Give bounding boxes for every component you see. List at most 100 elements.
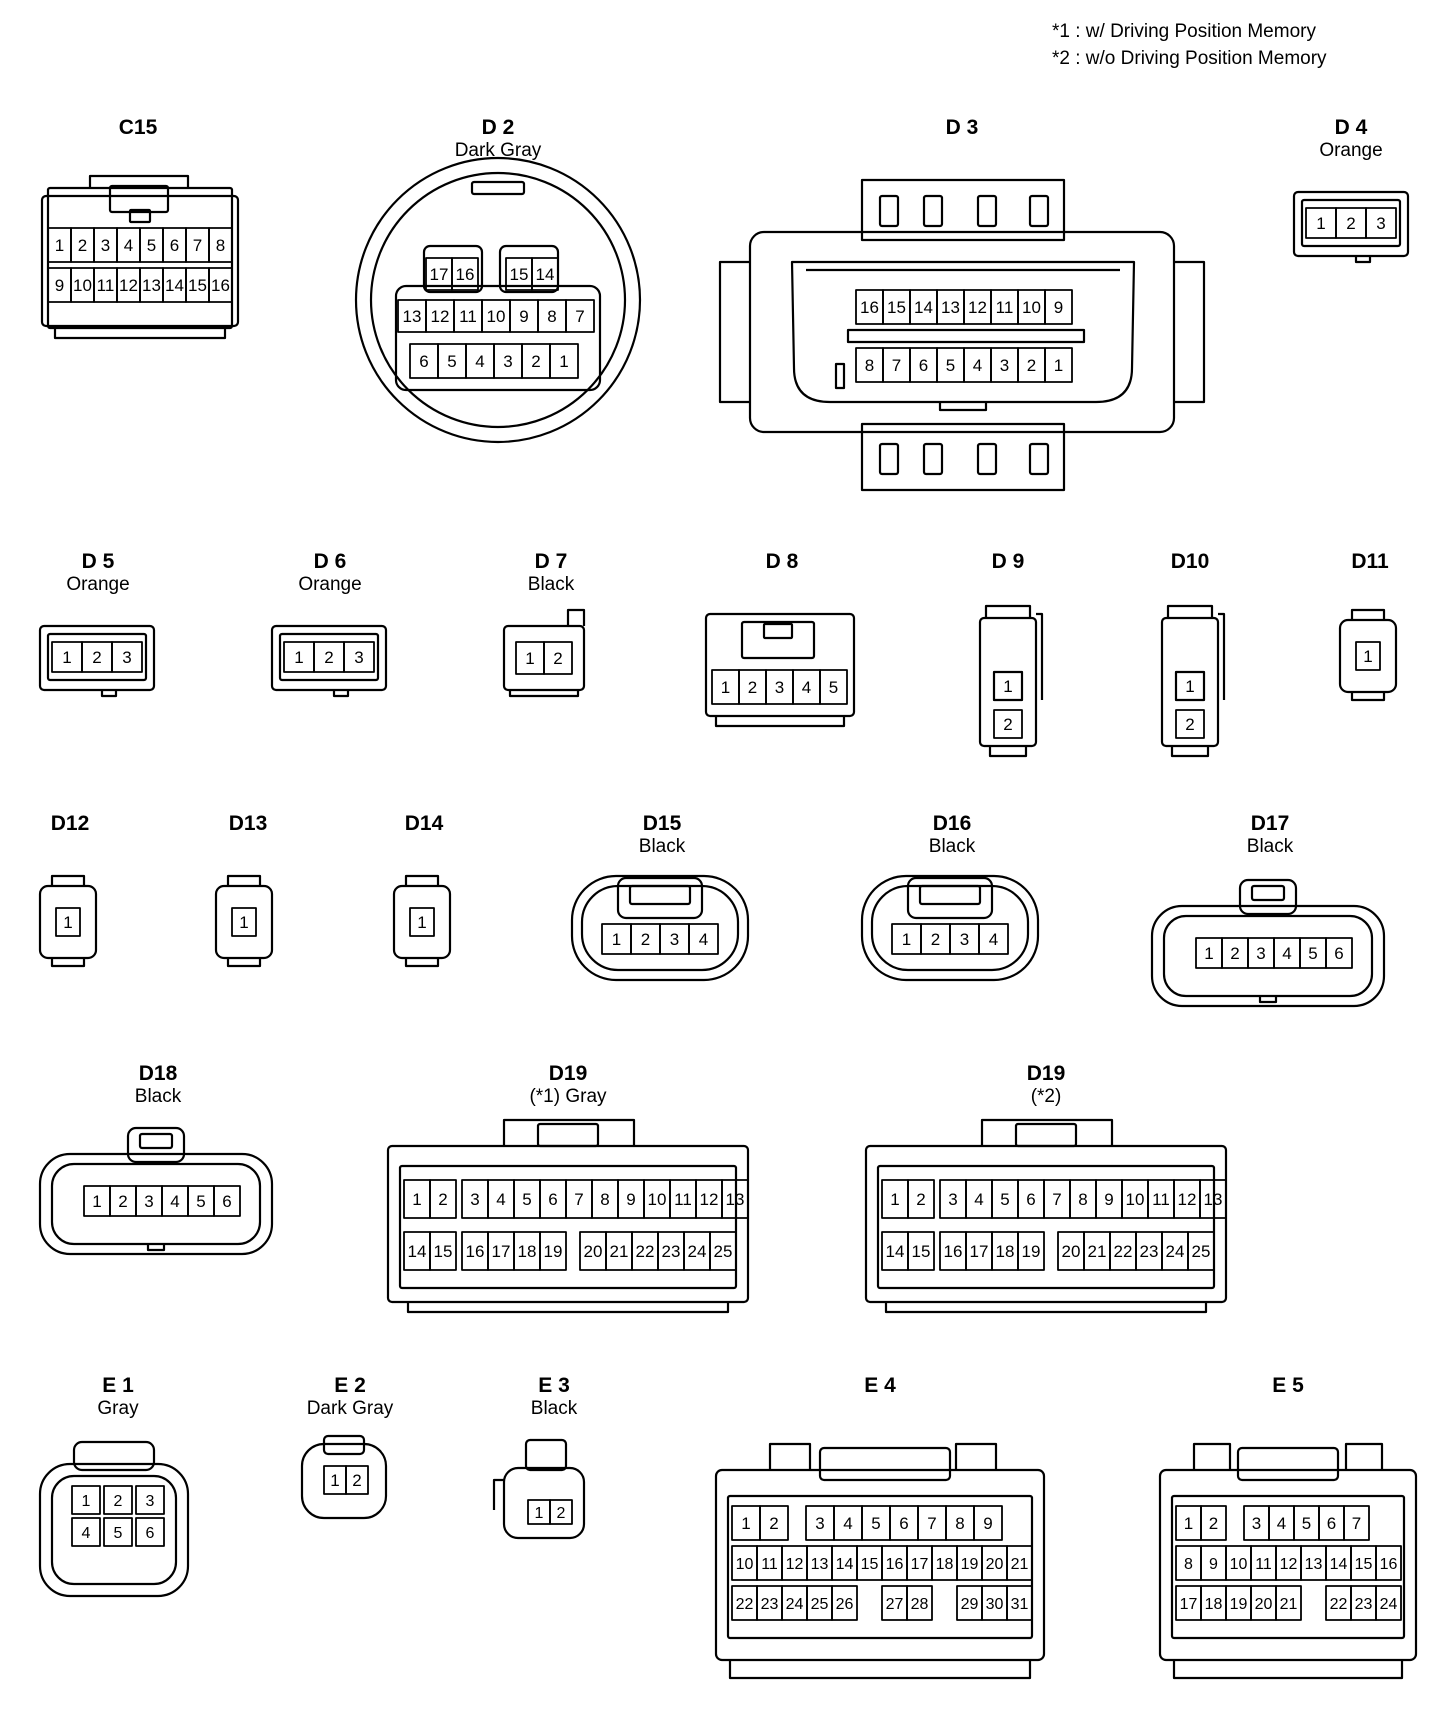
pin-number: 6: [419, 352, 428, 371]
pin-number: 7: [892, 356, 901, 375]
pin-number: 22: [736, 1596, 754, 1613]
pin-13: 13: [1300, 1545, 1327, 1581]
pin-5: 5: [437, 343, 467, 379]
pin-9: 9: [973, 1505, 1003, 1541]
pin-16: 16: [855, 289, 884, 325]
pin-number: 4: [699, 930, 708, 949]
pin-number: 20: [986, 1556, 1004, 1573]
pin-4: 4: [1268, 1505, 1295, 1541]
pin-number: 6: [1327, 1514, 1336, 1533]
pin-2: 2: [630, 923, 661, 955]
pin-19: 19: [956, 1545, 983, 1581]
pin-number: 14: [1330, 1556, 1348, 1573]
pin-13: 13: [397, 299, 427, 333]
pin-number: 26: [836, 1596, 854, 1613]
pin-number: 4: [802, 678, 811, 697]
pin-number: 1: [890, 1190, 899, 1209]
pin-number: 4: [475, 352, 484, 371]
pin-number: 16: [944, 1242, 963, 1261]
pin-number: 11: [1255, 1556, 1272, 1573]
pin-number: 9: [1104, 1190, 1113, 1209]
connector-d12: 1: [38, 874, 98, 968]
connector-color: Black: [638, 836, 686, 857]
pin-23: 23: [1135, 1231, 1163, 1271]
pin-number: 13: [1204, 1190, 1223, 1209]
connector-id: D 4: [1334, 116, 1368, 139]
pin-5: 5: [103, 1517, 133, 1547]
pin-number: 10: [1022, 298, 1041, 317]
pin-1: 1: [1195, 937, 1223, 969]
pin-13: 13: [1199, 1179, 1227, 1219]
connector-id: D15: [642, 812, 682, 835]
pin-14: 14: [881, 1231, 909, 1271]
pin-number: 4: [170, 1192, 179, 1211]
pin-2: 2: [429, 1179, 457, 1219]
pin-number: 3: [354, 648, 363, 667]
connector-id: D16: [932, 812, 972, 835]
pin-24: 24: [1375, 1585, 1402, 1621]
pin-6: 6: [539, 1179, 567, 1219]
pin-3: 3: [493, 343, 523, 379]
connector-id: D 2: [481, 116, 515, 139]
pin-2: 2: [103, 1485, 133, 1515]
pin-10: 10: [1121, 1179, 1149, 1219]
pin-1: 1: [71, 1485, 101, 1515]
pin-6: 6: [409, 343, 439, 379]
pin-number: 7: [193, 236, 202, 255]
pin-number: 6: [146, 1525, 155, 1542]
pin-number: 15: [912, 1242, 931, 1261]
pin-19: 19: [1017, 1231, 1045, 1271]
pin-16: 16: [939, 1231, 967, 1271]
pin-number: 7: [1352, 1514, 1361, 1533]
pin-number: 2: [114, 1493, 123, 1510]
pin-number: 19: [961, 1556, 979, 1573]
pin-15: 15: [882, 289, 911, 325]
pin-16: 16: [461, 1231, 489, 1271]
pin-2: 2: [1017, 347, 1046, 383]
pin-1: 1: [731, 1505, 761, 1541]
pin-number: 2: [78, 236, 87, 255]
pin-number: 5: [871, 1514, 880, 1533]
pin-25: 25: [1187, 1231, 1215, 1271]
pin-number: 4: [1282, 944, 1291, 963]
pin-number: 3: [1256, 944, 1265, 963]
pin-6: 6: [1017, 1179, 1045, 1219]
pin-1: 1: [55, 907, 81, 937]
pin-number: 3: [1252, 1514, 1261, 1533]
pin-7: 7: [1043, 1179, 1071, 1219]
pin-1: 1: [83, 1185, 111, 1217]
pin-number: 1: [1054, 356, 1063, 375]
pin-9: 9: [509, 299, 539, 333]
pin-number: 22: [636, 1242, 655, 1261]
pin-1: 1: [1305, 207, 1337, 239]
pin-9: 9: [617, 1179, 645, 1219]
pin-1: 1: [231, 907, 257, 937]
pin-13: 13: [806, 1545, 833, 1581]
pin-3: 3: [949, 923, 980, 955]
pin-14: 14: [909, 289, 938, 325]
pin-number: 4: [974, 1190, 983, 1209]
pin-17: 17: [906, 1545, 933, 1581]
pin-number: 8: [1184, 1556, 1193, 1573]
connector-label-d19a: D19(*1) Gray: [529, 1062, 606, 1108]
pin-number: 2: [1230, 944, 1239, 963]
pin-1: 1: [993, 671, 1023, 701]
pin-7: 7: [565, 299, 595, 333]
connector-color: (*1) Gray: [529, 1086, 607, 1107]
pin-number: 9: [1054, 298, 1063, 317]
pin-number: 2: [352, 1471, 361, 1490]
pin-3: 3: [135, 1485, 165, 1515]
pin-number: 3: [1376, 214, 1385, 233]
pin-number: 2: [748, 678, 757, 697]
pin-number: 19: [1230, 1596, 1248, 1613]
pin-15: 15: [185, 267, 210, 303]
